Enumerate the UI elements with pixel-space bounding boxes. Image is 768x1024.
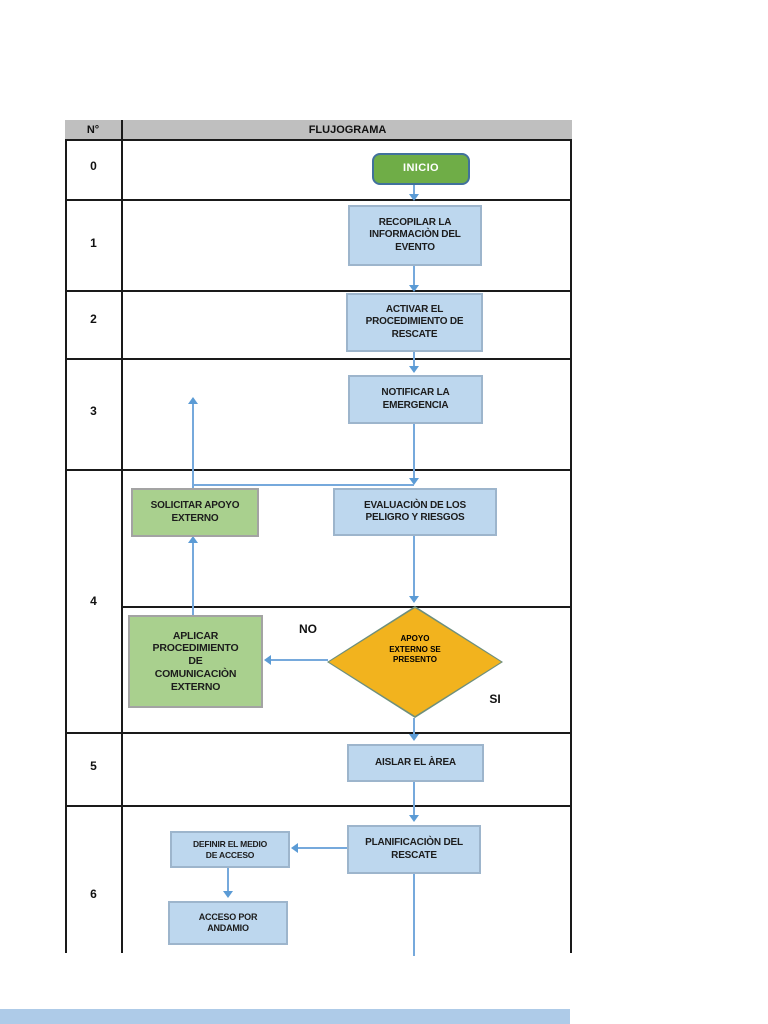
connector-aislar-planificacion xyxy=(413,782,415,816)
connector-aplicar-solicitar xyxy=(192,543,194,615)
branch-label-no: NO xyxy=(299,622,317,636)
connector-recopilar-activar xyxy=(413,266,415,286)
connector-planificacion-continuation xyxy=(413,874,415,956)
arrowhead-down-icon xyxy=(409,815,419,822)
row-number-6: 6 xyxy=(90,887,97,901)
connector-loop-branch xyxy=(192,484,414,486)
arrowhead-left-icon xyxy=(291,843,298,853)
connector-inicio-recopilar xyxy=(413,185,415,195)
row-divider xyxy=(65,469,572,471)
arrowhead-up-icon xyxy=(188,397,198,404)
branch-label-si: SI xyxy=(489,692,501,706)
decision-label: APOYO EXTERNO SE PRESENTO xyxy=(389,634,441,665)
process-node-notificar: NOTIFICAR LA EMERGENCIA xyxy=(348,375,483,424)
next-page-partial-strip xyxy=(0,1009,570,1024)
arrowhead-down-icon xyxy=(409,734,419,741)
process-node-activar: ACTIVAR EL PROCEDIMIENTO DE RESCATE xyxy=(346,293,483,352)
connector-notificar-evaluacion xyxy=(413,424,415,479)
row-number-3: 3 xyxy=(90,404,97,418)
process-node-solicitar: SOLICITAR APOYO EXTERNO xyxy=(131,488,259,537)
row-divider xyxy=(65,732,572,734)
connector-definir-acceso xyxy=(227,868,229,892)
arrowhead-down-icon xyxy=(409,285,419,292)
row-number-5: 5 xyxy=(90,759,97,773)
connector-solicitar-loopback xyxy=(192,404,194,488)
row-divider xyxy=(65,199,572,201)
process-node-aplicar: APLICAR PROCEDIMIENTO DE COMUNICACIÒN EX… xyxy=(128,615,263,708)
row-divider xyxy=(65,290,572,292)
row-divider-partial xyxy=(123,606,572,608)
table-column-divider xyxy=(121,141,123,953)
process-node-acceso: ACCESO POR ANDAMIO xyxy=(168,901,288,945)
table-header-row: N° FLUJOGRAMA xyxy=(65,120,572,141)
process-node-evaluacion: EVALUACIÒN DE LOS PELIGRO Y RIESGOS xyxy=(333,488,497,536)
row-number-1: 1 xyxy=(90,236,97,250)
arrowhead-down-icon xyxy=(409,366,419,373)
row-number-4: 4 xyxy=(90,594,97,608)
connector-decision-no-aplicar xyxy=(271,659,328,661)
row-divider xyxy=(65,358,572,360)
row-divider xyxy=(65,805,572,807)
arrowhead-left-icon xyxy=(264,655,271,665)
column-header-number: N° xyxy=(65,120,123,139)
connector-evaluacion-decision xyxy=(413,536,415,597)
arrowhead-down-icon xyxy=(409,478,419,485)
process-node-recopilar: RECOPILAR LA INFORMACIÒN DEL EVENTO xyxy=(348,205,482,266)
process-node-definir: DEFINIR EL MEDIO DE ACCESO xyxy=(170,831,290,868)
connector-planificacion-definir xyxy=(298,847,347,849)
arrowhead-down-icon xyxy=(409,194,419,201)
arrowhead-down-icon xyxy=(223,891,233,898)
process-node-planificacion: PLANIFICACIÒN DEL RESCATE xyxy=(347,825,481,874)
arrowhead-down-icon xyxy=(409,596,419,603)
process-node-aislar: AISLAR EL ÀREA xyxy=(347,744,484,782)
connector-activar-notificar xyxy=(413,352,415,367)
column-header-flujograma: FLUJOGRAMA xyxy=(308,123,387,136)
connector-decision-aislar xyxy=(413,718,415,735)
arrowhead-up-icon xyxy=(188,536,198,543)
row-number-0: 0 xyxy=(90,159,97,173)
start-node-inicio: INICIO xyxy=(372,153,470,185)
row-number-2: 2 xyxy=(90,312,97,326)
